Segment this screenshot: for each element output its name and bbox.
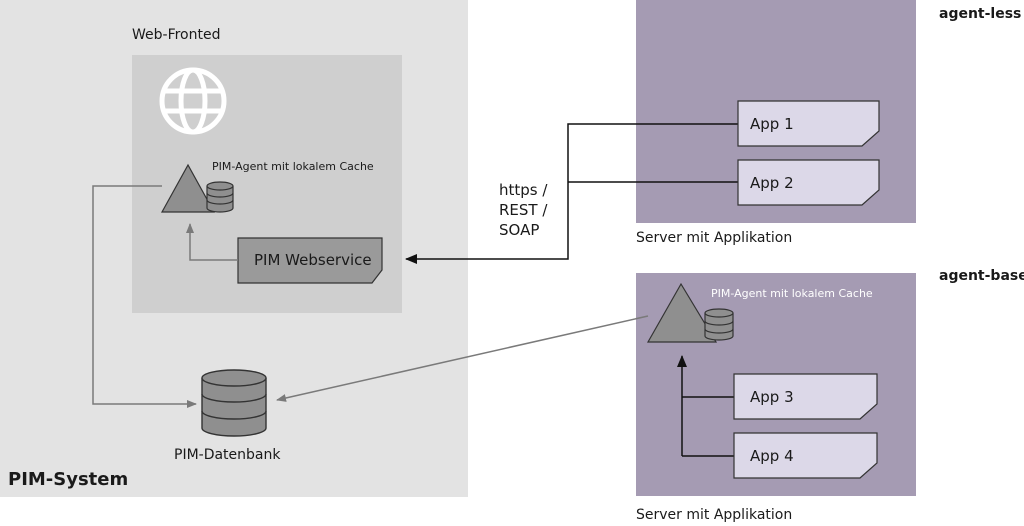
- remote-cache-db-icon: [704, 308, 734, 341]
- agent-based-tag: agent-based: [939, 268, 1024, 284]
- server-agentless-label: Server mit Applikation: [636, 230, 793, 246]
- app4-box: [733, 432, 878, 479]
- app1-box: [737, 100, 880, 147]
- app2-label: App 2: [750, 174, 794, 192]
- globe-icon: [159, 67, 227, 135]
- apps-to-webservice-line: [405, 123, 739, 264]
- database-label: PIM-Datenbank: [174, 447, 281, 463]
- protocol-line: SOAP: [499, 221, 540, 239]
- protocol-line: https /: [499, 181, 548, 199]
- server-agentbased-label: Server mit Applikation: [636, 507, 793, 523]
- app3-label: App 3: [750, 388, 794, 406]
- protocol-line: REST /: [499, 201, 548, 219]
- webservice-to-agent-arrow: [186, 223, 238, 261]
- webservice-box: [237, 237, 383, 284]
- web-frontend-label: Web-Fronted: [132, 27, 221, 43]
- webservice-label: PIM Webservice: [254, 251, 372, 269]
- cache-db-icon: [206, 181, 234, 213]
- agent-triangle-icon: [160, 163, 216, 213]
- app1-label: App 1: [750, 115, 794, 133]
- pim-system-title: PIM-System: [8, 469, 129, 490]
- agent-less-tag: agent-less: [939, 6, 1022, 22]
- protocol-label: https / REST / SOAP: [499, 180, 547, 240]
- app4-label: App 4: [750, 447, 794, 465]
- app2-box: [737, 159, 880, 206]
- remote-agent-to-database-arrow: [276, 315, 649, 402]
- app3-box: [733, 373, 878, 420]
- remote-agent-triangle-icon: [646, 282, 718, 343]
- remote-agent-label: PIM-Agent mit lokalem Cache: [711, 287, 873, 300]
- database-icon: [201, 369, 267, 437]
- agent-label: PIM-Agent mit lokalem Cache: [212, 160, 374, 173]
- agent-to-database-arrow: [92, 185, 197, 408]
